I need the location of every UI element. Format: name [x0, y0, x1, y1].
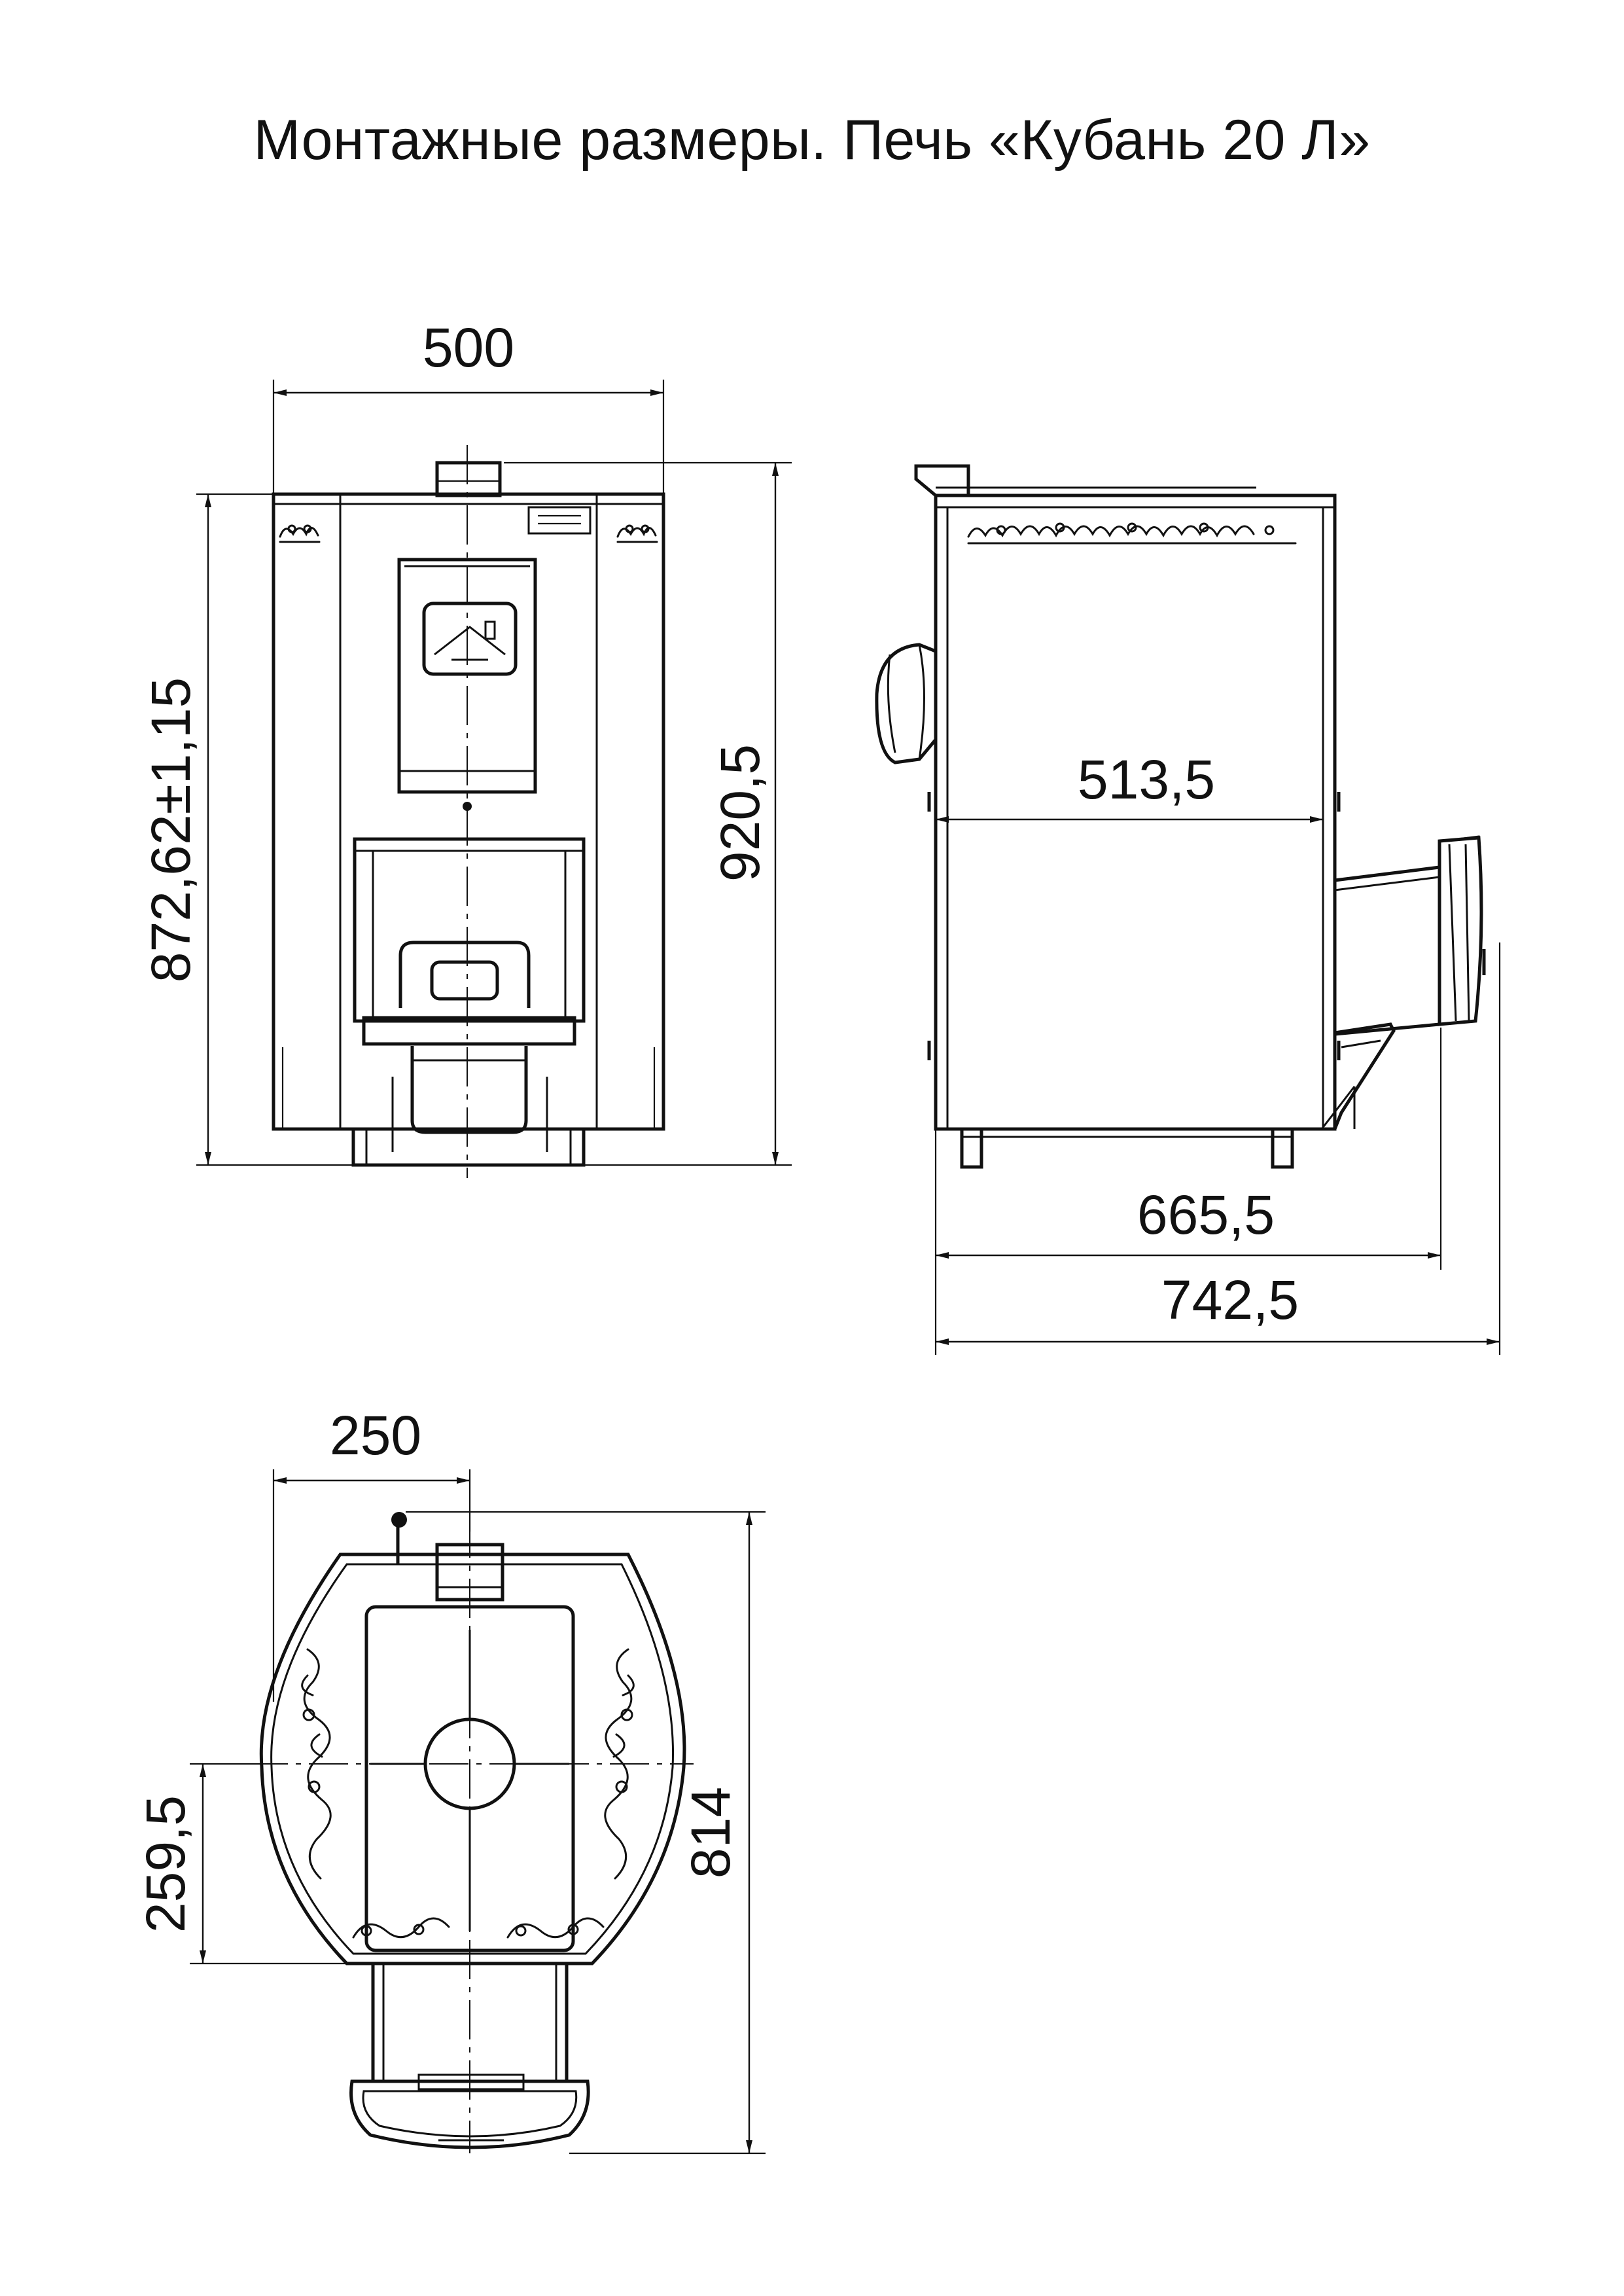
top-ornament-right — [604, 1648, 635, 1880]
side-ornament-band — [967, 522, 1297, 545]
front-chimney-pipe — [435, 461, 502, 497]
dim-top-offset: 259,5 — [135, 1795, 196, 1933]
top-ornament-bottom-left — [352, 1917, 450, 1939]
side-flue-flange — [1438, 836, 1483, 1026]
side-foot-rear — [1271, 1127, 1294, 1169]
front-ash-frame — [362, 1016, 576, 1046]
front-firebox-door — [398, 941, 531, 1008]
dim-top-length: 814 — [680, 1787, 741, 1878]
drawing-title: Монтажные размеры. Печь «Кубань 20 Л» — [253, 109, 1371, 171]
top-ornament-left — [301, 1648, 332, 1880]
dim-side-depth-665: 665,5 — [1137, 1184, 1275, 1246]
front-upper-door — [397, 558, 537, 794]
front-base — [351, 1127, 586, 1167]
front-logo-house-icon — [422, 601, 518, 676]
dim-front-total-height: 920,5 — [709, 744, 771, 882]
front-ornament-left — [279, 524, 321, 543]
side-door-handle — [875, 643, 937, 764]
top-handle-knob — [391, 1512, 407, 1528]
dim-side-total-depth: 742,5 — [1161, 1269, 1299, 1331]
top-view: 250 259,5 814 — [135, 1405, 766, 2155]
top-ornament-bottom-right — [506, 1917, 605, 1939]
front-name-plate — [527, 506, 591, 535]
front-view: 500 872,62±1,15 920,5 — [140, 317, 792, 1178]
top-body-outline — [259, 1552, 686, 1965]
dim-front-width: 500 — [423, 317, 514, 378]
side-body-outline — [934, 493, 1337, 1131]
top-front-door — [349, 2079, 590, 2149]
side-flue-pipe — [1334, 865, 1441, 1036]
side-foot-front — [960, 1127, 983, 1169]
side-ash-support — [1333, 1022, 1396, 1130]
front-ash-drawer — [410, 1046, 528, 1134]
front-firebox-handle — [430, 960, 499, 1001]
side-top-pipe — [914, 464, 970, 497]
front-firebox-frame — [353, 837, 586, 1023]
side-view: 513,5 665,5 742,5 — [875, 464, 1501, 1355]
front-body-outline — [272, 492, 665, 1131]
front-ornament-right — [616, 524, 658, 543]
dim-top-half-width: 250 — [330, 1405, 421, 1466]
dim-front-inner-height: 872,62±1,15 — [140, 677, 202, 983]
dim-side-body-depth: 513,5 — [1078, 749, 1215, 810]
